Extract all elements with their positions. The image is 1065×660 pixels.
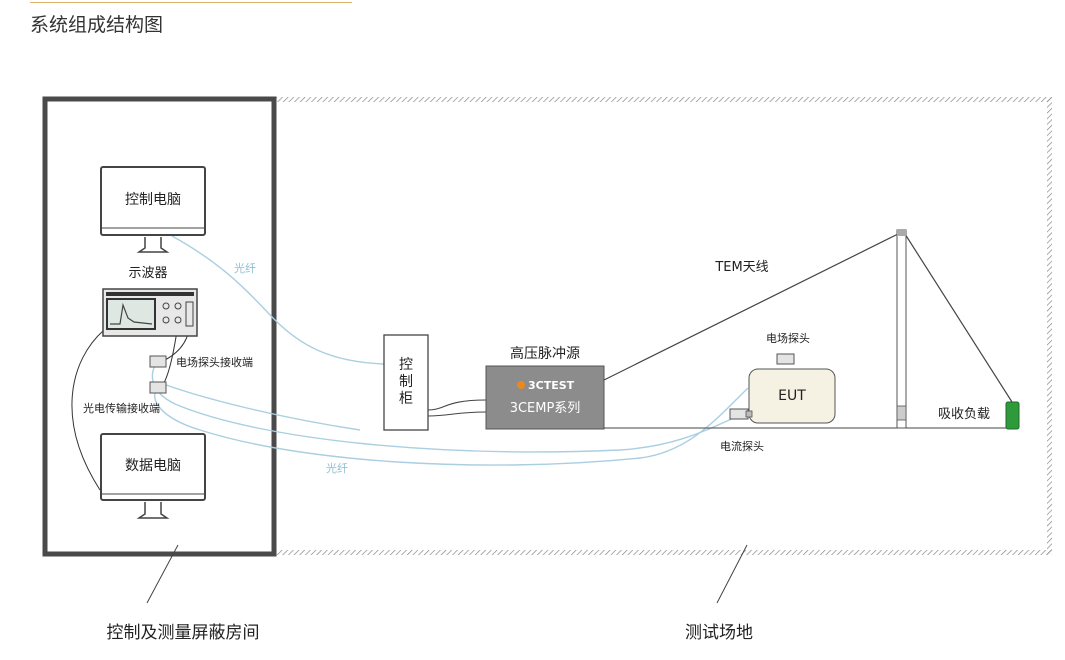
cabinet-pulse-cables <box>427 399 487 417</box>
current-probe-icon <box>729 408 753 420</box>
tem-antenna <box>603 229 1013 429</box>
control-cabinet: 控 制 柜 <box>383 334 429 431</box>
brand-logo: 3CTEST <box>528 379 575 392</box>
test-site-label: 测试场地 <box>685 623 753 643</box>
efield-probe-label: 电场探头 <box>766 331 810 345</box>
test-site-pointer <box>716 544 748 604</box>
title-divider <box>30 2 352 3</box>
fiber-cables <box>151 235 749 466</box>
shielded-room-border <box>42 96 277 557</box>
series-label: 3CEMP系列 <box>510 401 581 416</box>
test-site-boundary <box>276 97 1052 555</box>
data-pc-label: 数据电脑 <box>125 458 181 474</box>
brand-logo-icon <box>517 381 525 389</box>
hv-pulse-source-label: 高压脉冲源 <box>510 345 580 362</box>
control-pc: 控制电脑 <box>100 166 206 253</box>
efield-probe-receiver-label: 电场探头接收端 <box>176 355 253 369</box>
page-title: 系统组成结构图 <box>30 14 164 36</box>
control-cabinet-char-1: 控 <box>399 357 413 373</box>
data-pc: 数据电脑 <box>100 433 206 519</box>
absorbing-load-label: 吸收负载 <box>938 407 990 422</box>
current-probe-label: 电流探头 <box>720 439 764 453</box>
fiber-label-bottom: 光纤 <box>326 461 348 475</box>
fiber-label-top: 光纤 <box>234 261 256 275</box>
eut-label: EUT <box>778 388 806 404</box>
absorbing-load-icon <box>1005 401 1020 430</box>
hv-pulse-source: 3CTEST 3CEMP系列 <box>485 365 605 430</box>
efield-probe-receiver-icon <box>149 355 167 368</box>
shielded-room-pointer <box>146 544 179 604</box>
shielded-room-label: 控制及测量屏蔽房间 <box>107 623 260 643</box>
efield-probe-icon <box>776 353 795 365</box>
eut-device: EUT <box>748 368 836 424</box>
control-cabinet-char-2: 制 <box>399 374 413 390</box>
oscilloscope-icon <box>102 288 198 337</box>
optical-receiver-icon <box>149 381 167 394</box>
oscilloscope-label: 示波器 <box>128 266 167 281</box>
control-cabinet-char-3: 柜 <box>399 391 413 407</box>
optical-receiver-label: 光电传输接收端 <box>83 401 160 415</box>
tem-antenna-label: TEM天线 <box>714 260 768 275</box>
control-pc-label: 控制电脑 <box>125 192 181 208</box>
